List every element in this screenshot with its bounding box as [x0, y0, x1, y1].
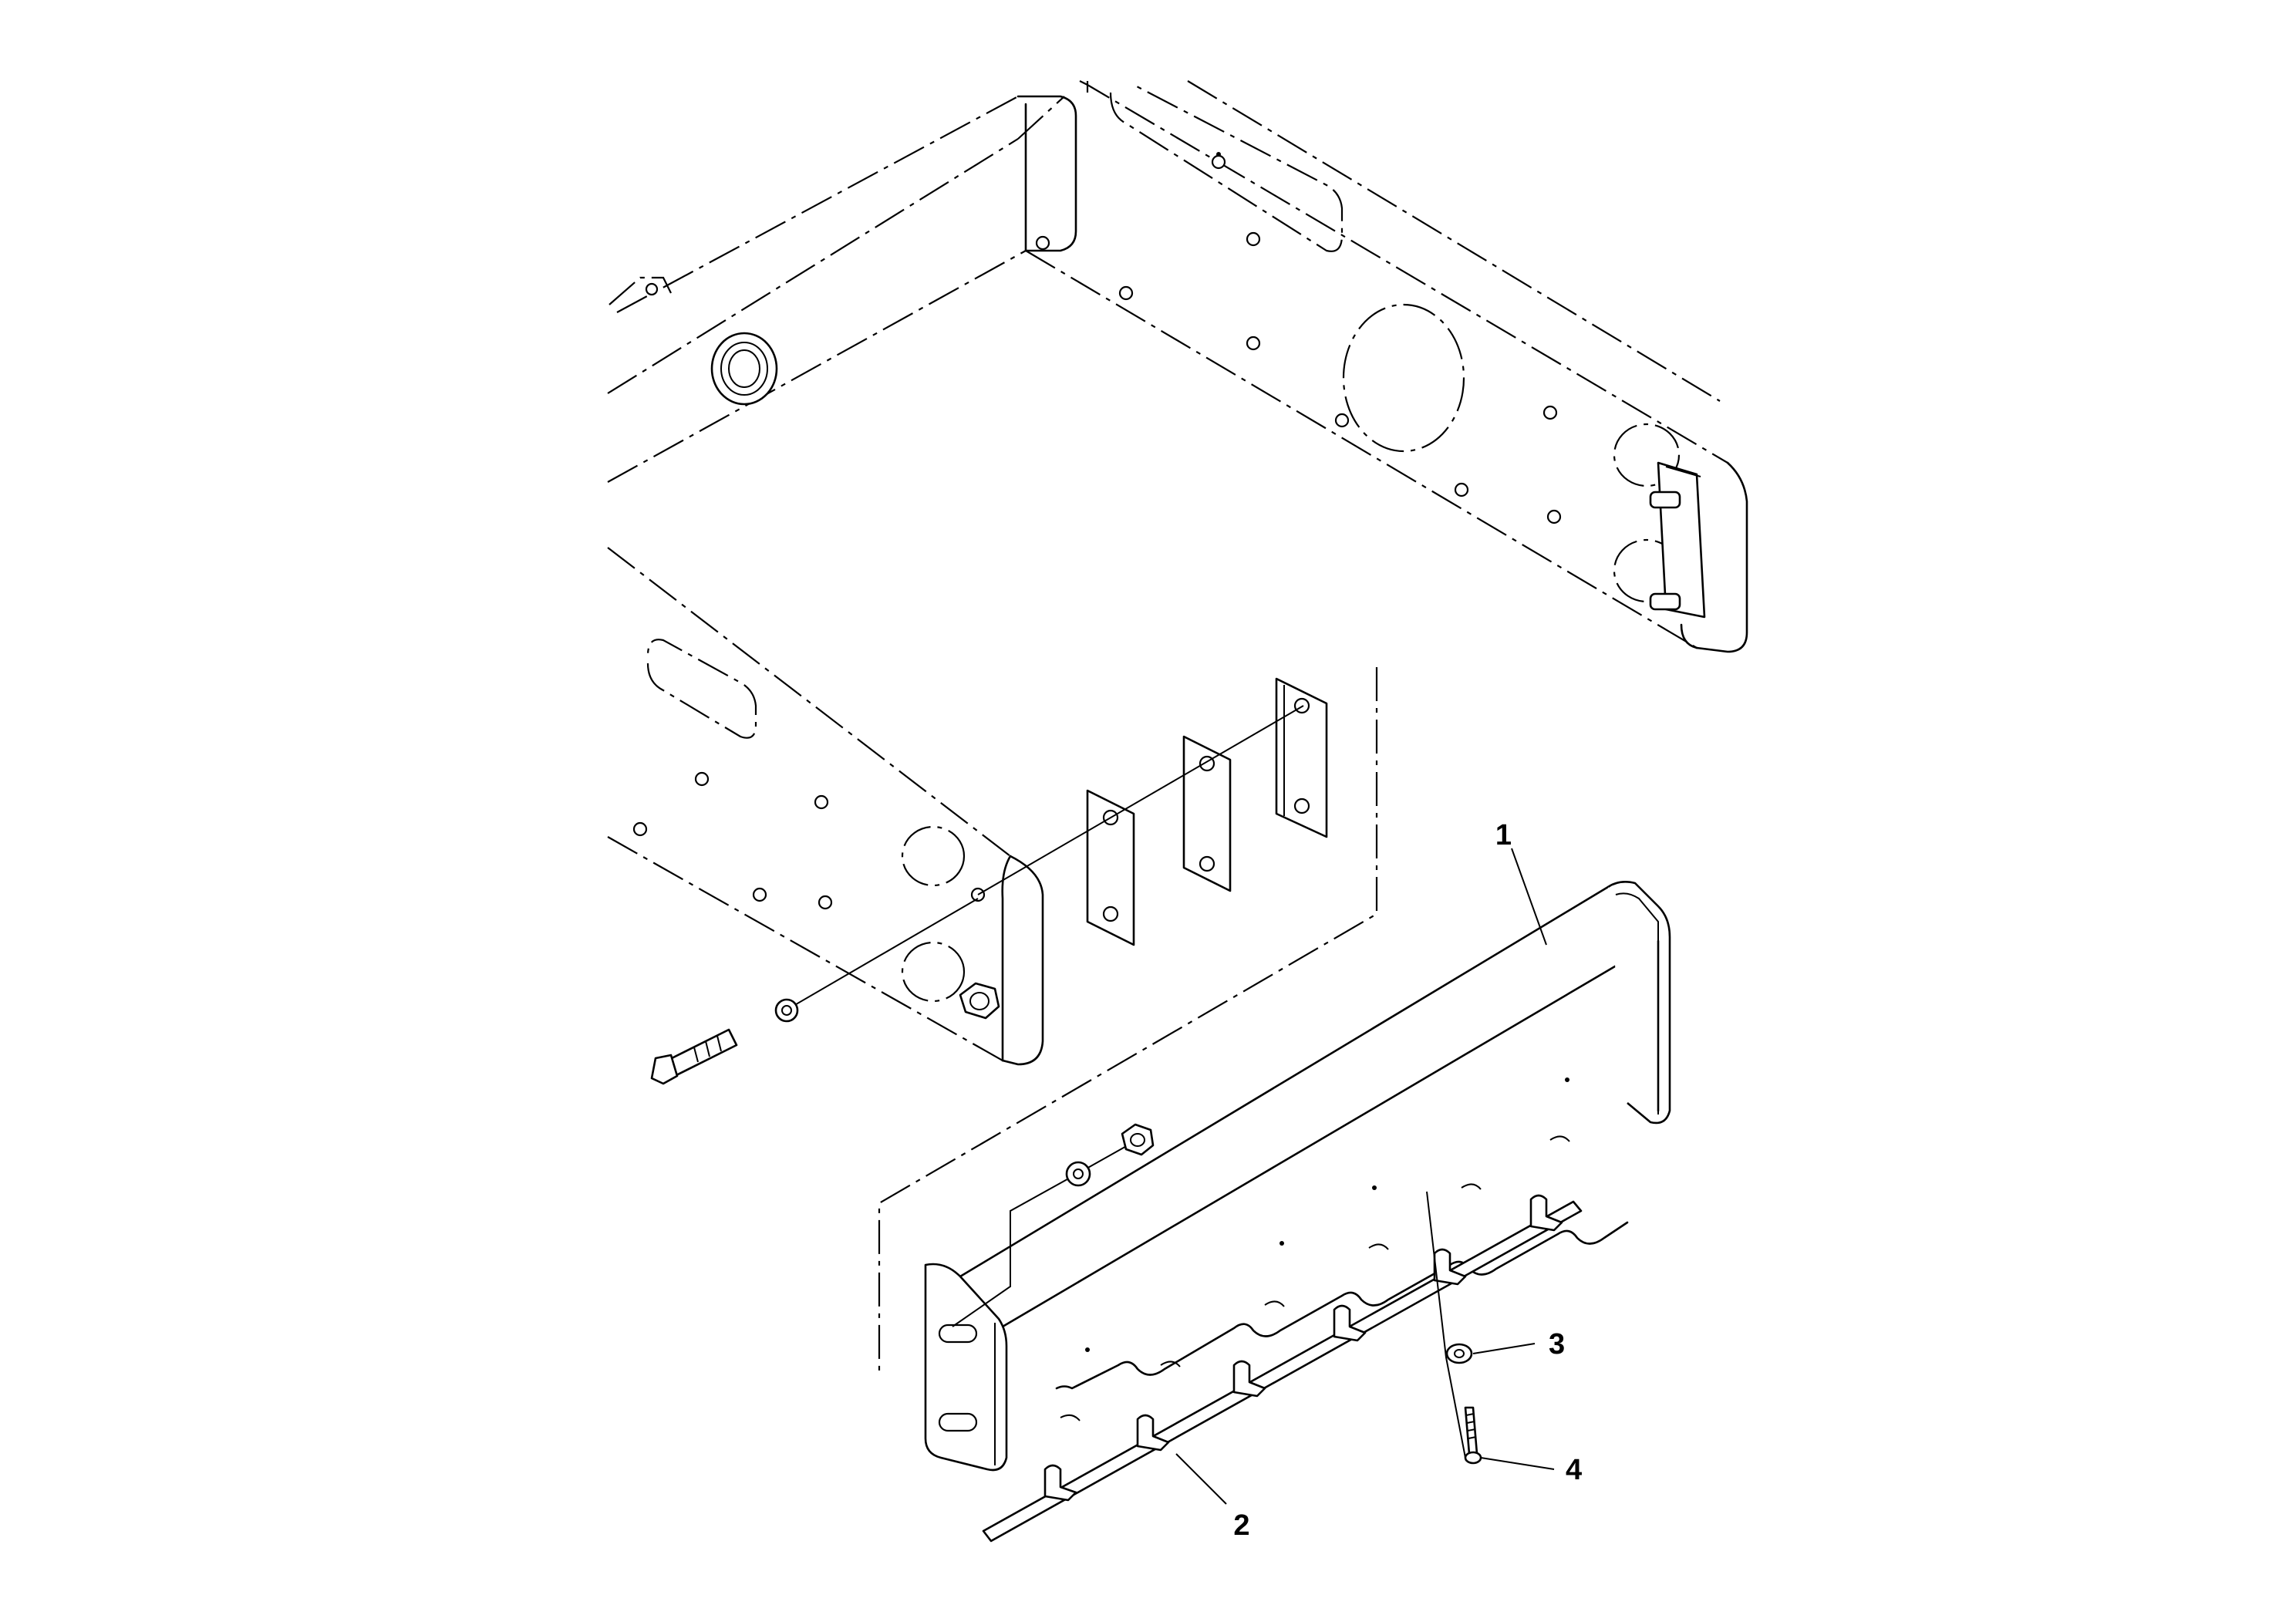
callout-3-label: 3 [1549, 1328, 1565, 1361]
callout-2-label: 2 [1233, 1509, 1249, 1542]
shim-plates [878, 667, 1378, 1373]
callout-4-label: 4 [1566, 1454, 1582, 1486]
lower-frame-member [607, 547, 1044, 1066]
washer-part-3 [1426, 1191, 1473, 1458]
callout-1: 1 [1495, 819, 1547, 946]
wear-strip-part-2 [982, 1194, 1583, 1543]
washer-and-nut-center [952, 1123, 1155, 1327]
bolt-part-4 [1464, 1406, 1482, 1465]
callout-3: 3 [1472, 1328, 1565, 1361]
bolt-and-washer-left [650, 898, 979, 1085]
callout-4: 4 [1480, 1454, 1582, 1486]
upper-frame-member [607, 80, 1748, 653]
callout-2: 2 [1175, 1453, 1250, 1542]
callout-1-label: 1 [1495, 819, 1512, 851]
crossmember-part-1 [924, 881, 1671, 1472]
